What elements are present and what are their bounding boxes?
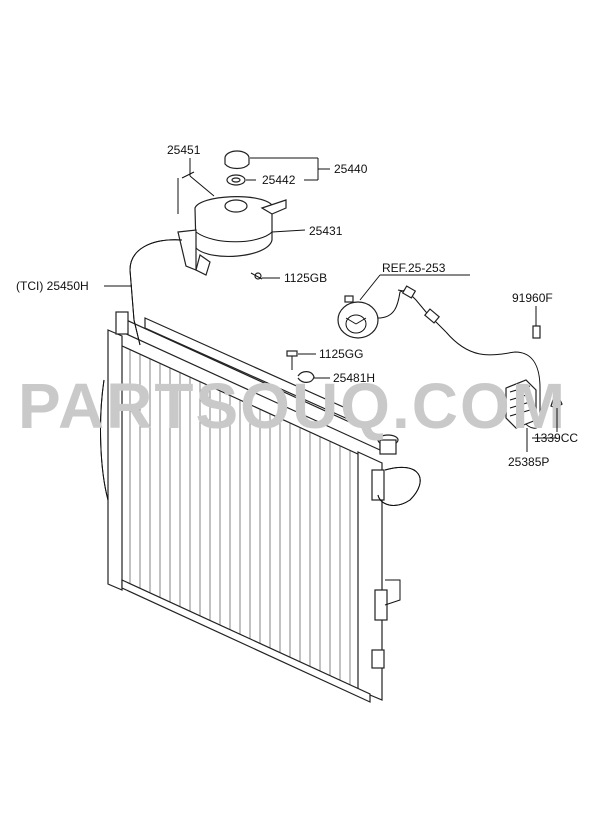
label-ref-25-253: REF.25-253	[382, 261, 446, 275]
label-25450h: (TCI) 25450H	[16, 279, 89, 293]
resistor-module	[505, 379, 537, 429]
clip-91960f	[532, 325, 541, 339]
label-25442: 25442	[262, 173, 296, 187]
bolt-1125gb	[250, 272, 263, 280]
radiator-fins	[129, 350, 351, 685]
label-25431: 25431	[309, 224, 343, 238]
label-25440: 25440	[334, 162, 368, 176]
label-91960f: 91960F	[512, 291, 553, 305]
overflow-hose	[177, 171, 195, 214]
leader-lines	[104, 157, 558, 452]
cap-seal	[226, 174, 246, 186]
label-25481h: 25481H	[333, 371, 375, 385]
watermark: PARTSOUQ.COM	[18, 370, 567, 442]
label-1339cc: 1339CC	[534, 431, 578, 445]
bolt-1125gg	[286, 350, 298, 370]
label-25385p: 25385P	[508, 455, 549, 469]
nut-1339cc	[550, 397, 563, 409]
fan-motor	[337, 289, 406, 339]
reservoir-cap	[224, 150, 250, 170]
label-1125gg: 1125GG	[319, 347, 363, 361]
label-1125gb: 1125GB	[284, 271, 327, 285]
wiring-harness	[397, 285, 541, 429]
radiator	[100, 311, 421, 703]
clamp-25481h	[297, 371, 315, 383]
reservoir-tank	[177, 196, 287, 276]
label-25451: 25451	[167, 143, 201, 157]
